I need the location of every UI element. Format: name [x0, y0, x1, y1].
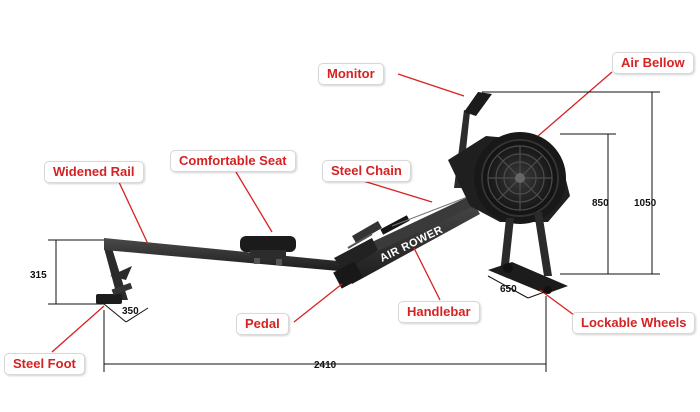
pedal-part	[333, 221, 382, 289]
callout-pedal: Pedal	[236, 313, 289, 335]
rower-frame: AIR ROWER	[96, 92, 570, 304]
dim-base-width: 650	[500, 284, 517, 295]
dim-foot-width: 350	[122, 306, 139, 317]
dim-total-length: 2410	[314, 360, 337, 371]
dim-fan-height: 850	[592, 198, 609, 209]
seat-part	[240, 236, 296, 265]
steel-foot-part	[96, 294, 122, 304]
callout-monitor: Monitor	[318, 63, 384, 85]
leader-lines	[51, 71, 613, 353]
rail-part	[104, 238, 350, 272]
callout-handlebar: Handlebar	[398, 301, 480, 323]
dim-front-height: 315	[30, 270, 47, 281]
callout-steel-chain: Steel Chain	[322, 160, 411, 182]
wheel-part	[503, 263, 513, 273]
handlebar-part	[380, 195, 471, 235]
dim-total-height: 1050	[634, 198, 657, 209]
callout-widened-rail: Widened Rail	[44, 161, 144, 183]
callout-lockable-wheels: Lockable Wheels	[572, 312, 696, 334]
callout-steel-foot: Steel Foot	[4, 353, 85, 375]
callout-comfortable-seat: Comfortable Seat	[170, 150, 296, 172]
callout-air-bellow: Air Bellow	[612, 52, 694, 74]
fan-part	[474, 132, 566, 224]
monitor-part	[464, 92, 492, 116]
dimension-lines	[48, 91, 660, 372]
